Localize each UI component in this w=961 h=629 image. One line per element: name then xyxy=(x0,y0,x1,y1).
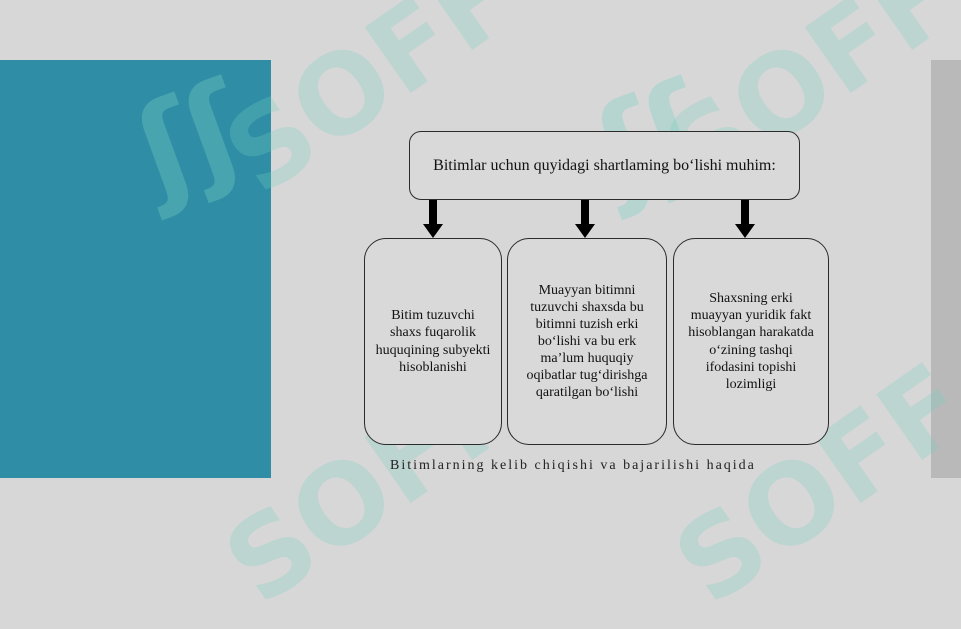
arrow-down-icon xyxy=(735,200,755,238)
child-label: Bitim tuzuvchi shaxs fuqarolik huquqinin… xyxy=(375,308,491,375)
arrow-down-icon xyxy=(423,200,443,238)
root-label: Bitimlar uchun quyidagi shartlaming bo‘l… xyxy=(433,156,776,174)
cutoff-caption-text: Bitimlarning kelib chiqishi va bajarilis… xyxy=(390,458,756,472)
diagram-child-box: Shaxsning erki muayyan yuridik fakt hiso… xyxy=(673,238,829,445)
diagram-root-box: Bitimlar uchun quyidagi shartlaming bo‘l… xyxy=(409,131,800,200)
diagram-child-box: Muayyan bitimni tuzuvchi shaxsda bu biti… xyxy=(507,238,667,445)
arrow-down-icon xyxy=(575,200,595,238)
child-label: Shaxsning erki muayyan yuridik fakt hiso… xyxy=(688,291,814,392)
right-gray-strip xyxy=(931,60,961,478)
child-label: Muayyan bitimni tuzuvchi shaxsda bu biti… xyxy=(526,282,648,401)
teal-side-panel xyxy=(0,60,271,478)
diagram-child-box: Bitim tuzuvchi shaxs fuqarolik huquqinin… xyxy=(364,238,502,445)
